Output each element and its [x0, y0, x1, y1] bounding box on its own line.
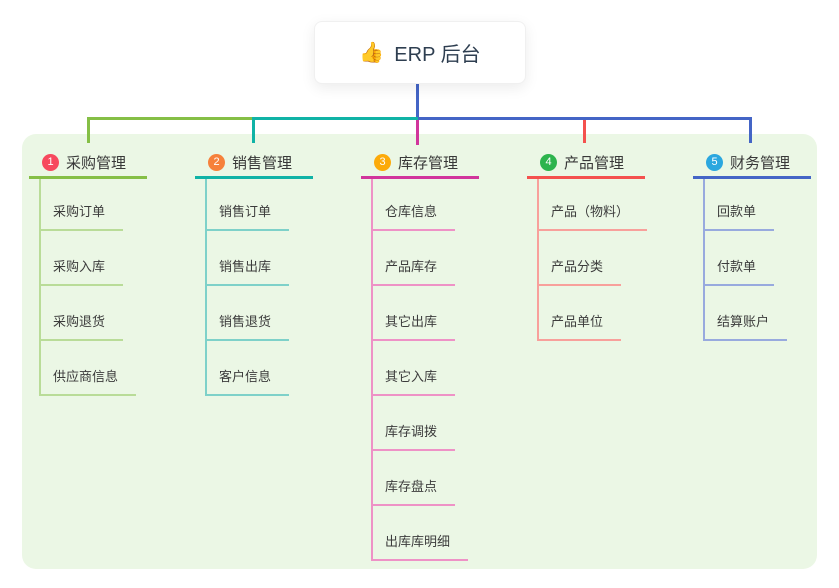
child-node-label: 仓库信息	[385, 204, 438, 219]
root-title: ERP 后台	[394, 44, 481, 66]
branch-child-connector	[39, 179, 41, 396]
branch-child-connector	[703, 179, 705, 341]
trunk-connector	[416, 82, 419, 120]
connector-drop-product	[583, 120, 586, 143]
branch-child-connector	[205, 179, 207, 396]
child-node-label: 库存盘点	[385, 479, 438, 494]
child-node-label: 销售出库	[219, 259, 272, 274]
child-node-label: 结算账户	[717, 314, 770, 329]
branches-panel	[22, 134, 817, 569]
branch-node-sales[interactable]: 2 销售管理	[195, 149, 313, 175]
root-node-erp[interactable]: 👍 ERP 后台	[314, 21, 526, 84]
child-node[interactable]: 回款单	[703, 203, 775, 231]
connector-h-finance	[418, 117, 751, 120]
child-node-label: 回款单	[717, 204, 757, 219]
child-node[interactable]: 销售退货	[205, 313, 290, 341]
connector-h-sales	[253, 117, 418, 120]
branch-title-label: 财务管理	[730, 154, 791, 172]
branch-underline	[195, 176, 313, 179]
child-node[interactable]: 出库库明细	[371, 533, 469, 561]
child-node[interactable]: 采购订单	[39, 203, 124, 231]
child-node-label: 产品分类	[551, 259, 604, 274]
connector-h-procurement	[87, 117, 253, 120]
branch-node-procurement[interactable]: 1 采购管理	[29, 149, 147, 175]
child-node-label: 库存调拨	[385, 424, 438, 439]
child-node[interactable]: 销售订单	[205, 203, 290, 231]
branch-node-inventory[interactable]: 3 库存管理	[361, 149, 479, 175]
child-node-label: 付款单	[717, 259, 757, 274]
child-node[interactable]: 客户信息	[205, 368, 290, 396]
child-node[interactable]: 产品分类	[537, 258, 622, 286]
branch-underline	[527, 176, 645, 179]
branch-3-inventory: 3 库存管理 仓库信息 产品库存 其它出库 其它入库 库存调拨 库存盘点 出库库…	[361, 0, 479, 588]
child-node[interactable]: 产品（物料）	[537, 203, 648, 231]
child-node-label: 产品（物料）	[551, 204, 630, 219]
branch-4-product: 4 产品管理 产品（物料） 产品分类 产品单位	[527, 0, 648, 588]
branch-number-badge: 3	[374, 153, 391, 171]
child-node[interactable]: 产品库存	[371, 258, 456, 286]
branch-underline	[29, 176, 147, 179]
branch-node-product[interactable]: 4 产品管理	[527, 149, 645, 175]
child-node[interactable]: 库存盘点	[371, 478, 456, 506]
branch-child-connector	[537, 179, 539, 341]
branch-1-procurement: 1 采购管理 采购订单 采购入库 采购退货 供应商信息	[29, 0, 147, 588]
child-node-label: 采购入库	[53, 259, 106, 274]
child-node-label: 采购订单	[53, 204, 106, 219]
child-node-label: 采购退货	[53, 314, 106, 329]
child-node[interactable]: 仓库信息	[371, 203, 456, 231]
child-node-label: 销售退货	[219, 314, 272, 329]
child-node-label: 产品单位	[551, 314, 604, 329]
child-node-label: 销售订单	[219, 204, 272, 219]
child-node-label: 出库库明细	[385, 534, 451, 549]
child-node[interactable]: 产品单位	[537, 313, 622, 341]
branch-2-sales: 2 销售管理 销售订单 销售出库 销售退货 客户信息	[195, 0, 313, 588]
child-node[interactable]: 库存调拨	[371, 423, 456, 451]
child-node[interactable]: 采购退货	[39, 313, 124, 341]
child-node[interactable]: 销售出库	[205, 258, 290, 286]
branch-child-connector	[371, 179, 373, 561]
child-node[interactable]: 付款单	[703, 258, 775, 286]
branch-title-label: 库存管理	[398, 154, 459, 172]
branch-node-finance[interactable]: 5 财务管理	[693, 149, 811, 175]
connector-drop-inventory	[416, 120, 419, 145]
branch-number-badge: 5	[706, 153, 723, 171]
branch-5-finance: 5 财务管理 回款单 付款单 结算账户	[693, 0, 811, 588]
child-node-label: 客户信息	[219, 369, 272, 384]
thumbs-up-icon: 👍	[359, 41, 385, 64]
branch-number-badge: 4	[540, 153, 557, 171]
branch-title-label: 销售管理	[232, 154, 293, 172]
child-node-label: 其它入库	[385, 369, 438, 384]
connector-drop-finance	[749, 117, 752, 143]
child-node-label: 其它出库	[385, 314, 438, 329]
branch-underline	[361, 176, 479, 179]
connector-drop-sales	[252, 117, 255, 143]
branch-number-badge: 1	[42, 153, 59, 171]
child-node[interactable]: 其它出库	[371, 313, 456, 341]
child-node-label: 产品库存	[385, 259, 438, 274]
child-node[interactable]: 供应商信息	[39, 368, 137, 396]
child-node-label: 供应商信息	[53, 369, 119, 384]
child-node[interactable]: 其它入库	[371, 368, 456, 396]
branch-title-label: 采购管理	[66, 154, 127, 172]
child-node[interactable]: 采购入库	[39, 258, 124, 286]
branch-underline	[693, 176, 811, 179]
branch-title-label: 产品管理	[564, 154, 625, 172]
child-node[interactable]: 结算账户	[703, 313, 788, 341]
branch-number-badge: 2	[208, 153, 225, 171]
connector-drop-procurement	[87, 117, 90, 143]
